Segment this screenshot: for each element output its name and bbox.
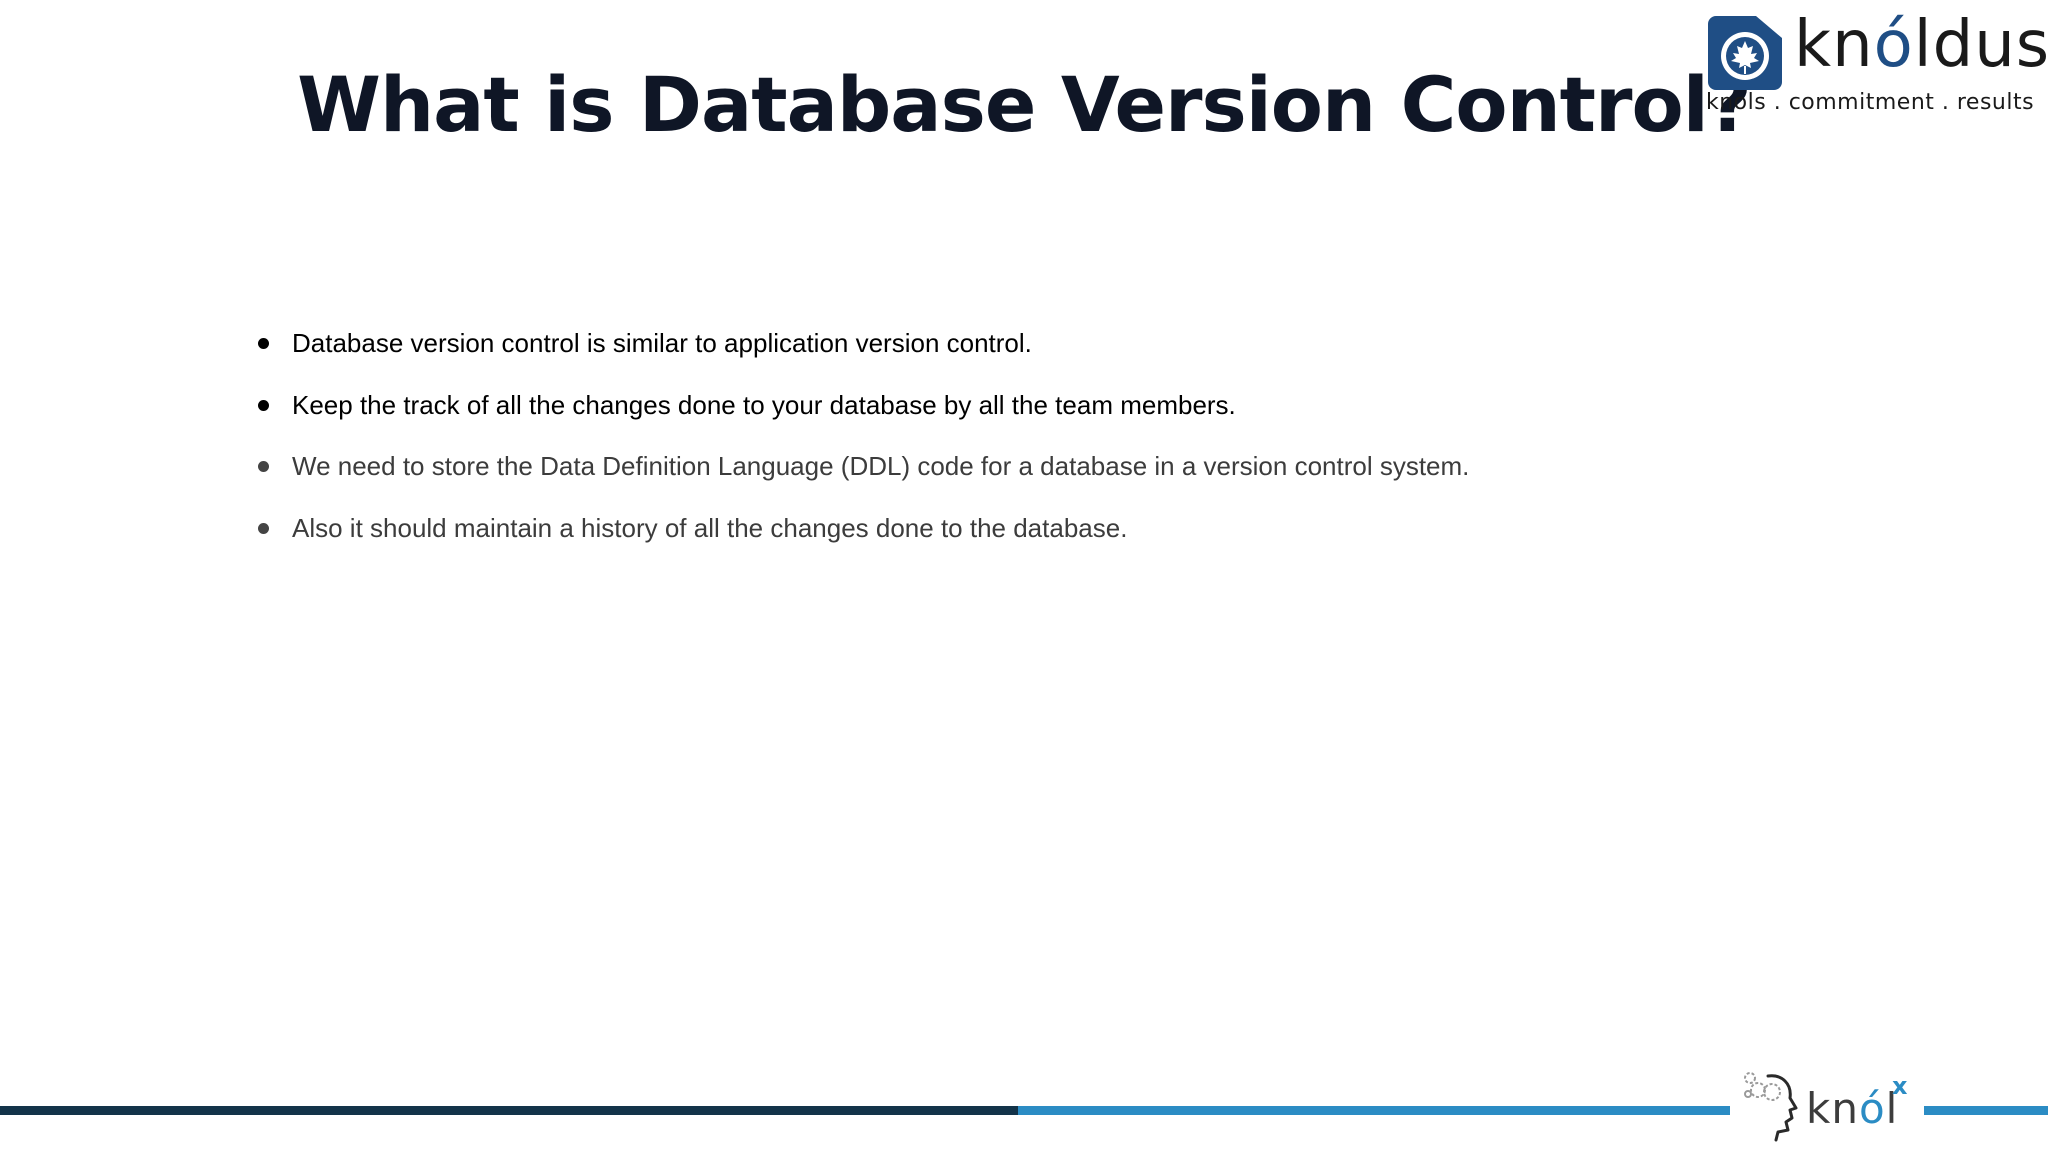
bullet-dot-icon	[258, 338, 269, 349]
knoldus-logo: knóldus knols . commitment . results	[1706, 8, 2048, 124]
bullet-text: We need to store the Data Definition Lan…	[292, 451, 1470, 481]
bullet-item: We need to store the Data Definition Lan…	[258, 445, 1469, 507]
bullet-text: Database version control is similar to a…	[292, 328, 1032, 358]
bullet-item: Keep the track of all the changes done t…	[258, 384, 1469, 446]
bullet-item: Database version control is similar to a…	[258, 322, 1469, 384]
bullet-dot-icon	[258, 522, 269, 534]
knolx-superscript: x	[1892, 1072, 1908, 1100]
bullet-list: Database version control is similar to a…	[258, 322, 1469, 568]
knoldus-tagline: knols . commitment . results	[1706, 90, 2035, 115]
knolx-logo: knól x	[1730, 1054, 1924, 1152]
bullet-item: Also it should maintain a history of all…	[258, 507, 1469, 569]
bullet-text: Keep the track of all the changes done t…	[292, 389, 1236, 420]
bullet-text: Also it should maintain a history of all…	[292, 512, 1128, 543]
bullet-dot-icon	[258, 399, 269, 411]
head-gears-icon	[1744, 1072, 1798, 1142]
slide-title: What is Database Version Control?	[297, 60, 1752, 149]
knoldus-wordmark: knóldus	[1794, 8, 2048, 82]
knolx-wordmark: knól	[1806, 1084, 1899, 1133]
maple-leaf-icon	[1708, 16, 1782, 90]
bullet-dot-icon	[258, 461, 269, 472]
footer-bar-dark	[0, 1106, 1018, 1115]
footer-bar-light	[1018, 1106, 2048, 1115]
